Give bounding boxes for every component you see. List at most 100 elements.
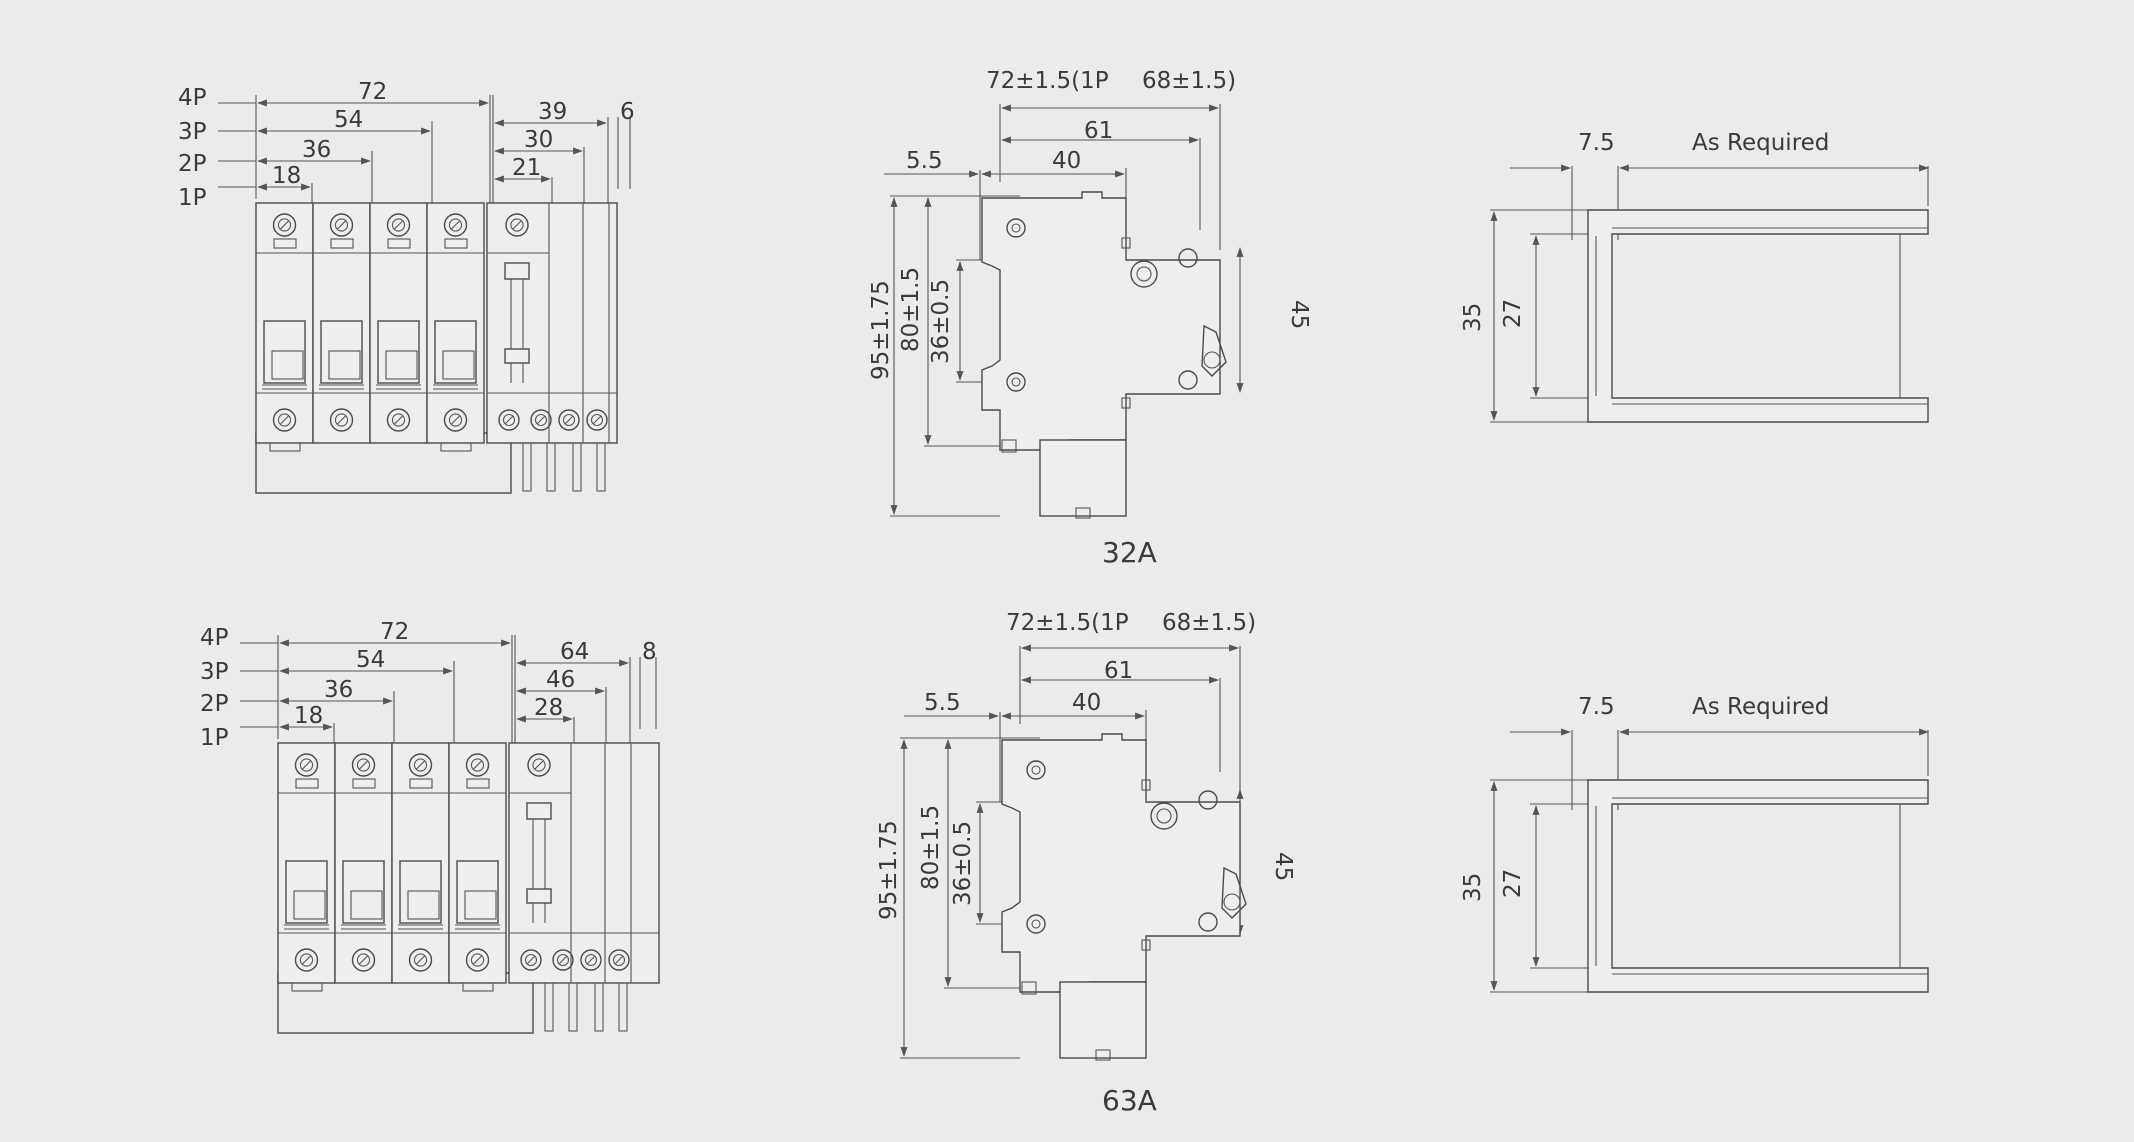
terminal-screw — [272, 408, 297, 432]
terminal-screw — [351, 753, 376, 777]
terminal-screw — [586, 409, 608, 431]
terminal-screw — [408, 753, 433, 777]
terminal-screw — [530, 409, 552, 431]
screw-slot — [536, 415, 546, 425]
breaker-side-body — [1001, 733, 1241, 993]
front-view-bottom: 4P 3P 2P 1P 72 54 36 18 64 46 28 8 — [200, 619, 660, 1034]
screw-slot — [301, 955, 312, 965]
terminal-tab — [409, 778, 433, 789]
output-pin — [596, 442, 606, 492]
rail-profile — [1587, 209, 1929, 423]
toggle-lever — [442, 350, 475, 380]
terminal-screw — [386, 408, 411, 432]
terminal-screw-inner — [277, 218, 292, 232]
terminal-screw-inner — [448, 218, 463, 232]
pole-label-4p: 4P — [178, 85, 207, 111]
terminal-tab — [295, 778, 319, 789]
rail-profile — [1587, 779, 1929, 993]
terminal-screw — [465, 948, 490, 972]
pole-labels: 4P 3P 2P 1P — [178, 85, 207, 211]
pivot — [1150, 802, 1178, 830]
din-clip — [462, 982, 494, 992]
rail-height-35: 35 — [1460, 303, 1486, 332]
rcd-side-body — [1059, 981, 1147, 1059]
rcd-indicator — [504, 348, 530, 364]
height-95: 95±1.75 — [876, 820, 902, 920]
terminal-screw-inner — [584, 953, 598, 967]
screw-slot — [358, 760, 369, 770]
terminal-screw-inner — [524, 953, 538, 967]
dim-5-5: 5.5 — [924, 690, 961, 716]
terminal-screw-inner — [391, 218, 406, 232]
screw-slot — [472, 955, 483, 965]
addon-width-21: 21 — [512, 155, 541, 181]
screw-slot — [534, 760, 544, 770]
toggle-lever — [328, 350, 361, 380]
height-36: 36±0.5 — [928, 279, 954, 364]
width-36: 36 — [302, 137, 331, 163]
pole-label-4p: 4P — [200, 625, 229, 651]
terminal-screw-inner — [510, 218, 524, 232]
toggle-handle — [320, 320, 363, 384]
width-54: 54 — [356, 647, 385, 673]
screw-slot — [450, 415, 461, 425]
addon-width-30: 30 — [524, 127, 553, 153]
pole-label-1p: 1P — [178, 185, 207, 211]
addon-offset-6: 6 — [620, 99, 635, 125]
screw-slot — [564, 415, 574, 425]
screw-slot — [586, 955, 596, 965]
terminal-screw — [505, 213, 529, 237]
rail-as-required: As Required — [1692, 130, 1829, 156]
screw-slot — [336, 220, 347, 230]
width-36: 36 — [324, 677, 353, 703]
terminal-tab — [330, 238, 354, 249]
terminal-screw — [408, 948, 433, 972]
terminal-screw — [580, 949, 602, 971]
rcd-indicator — [526, 888, 552, 904]
din-clip — [269, 442, 301, 452]
dim-72-1p: 72±1.5(1P — [986, 68, 1109, 94]
terminal-screw — [608, 949, 630, 971]
terminal-screw-inner — [277, 413, 292, 427]
terminal-screw — [294, 948, 319, 972]
terminal-screw-inner — [532, 758, 546, 772]
terminal-screw-inner — [562, 413, 576, 427]
caption-32a: 32A — [1102, 536, 1157, 569]
side-view-bottom: 72±1.5(1P 68±1.5) 61 40 5.5 95±1.75 80±1… — [876, 610, 1296, 1117]
rcd-latch — [1075, 507, 1091, 519]
toggle-handle — [263, 320, 306, 384]
height-95: 95±1.75 — [868, 280, 894, 380]
terminal-screw — [558, 409, 580, 431]
terminal-screw-inner — [590, 413, 604, 427]
rivet — [1006, 372, 1026, 392]
dim-40: 40 — [1052, 148, 1081, 174]
terminal-screw — [520, 949, 542, 971]
terminal-screw — [386, 213, 411, 237]
screw-slot — [415, 760, 426, 770]
toggle-lever — [350, 890, 383, 920]
spring-coil — [1203, 351, 1221, 369]
screw-slot — [558, 955, 568, 965]
contact-mark — [1121, 397, 1131, 409]
toggle-handle — [456, 860, 499, 924]
output-pin — [544, 982, 554, 1032]
terminal-screw-inner — [356, 758, 371, 772]
rcd-latch — [1095, 1049, 1111, 1061]
terminal-tab — [273, 238, 297, 249]
pole-label-1p: 1P — [200, 725, 229, 751]
rivet — [1178, 248, 1198, 268]
toggle-lever — [464, 890, 497, 920]
pole-label-2p: 2P — [200, 691, 229, 717]
output-pin — [572, 442, 582, 492]
pivot-inner — [1136, 266, 1152, 282]
screw-slot — [301, 760, 312, 770]
terminal-screw-inner — [299, 953, 314, 967]
height-45: 45 — [1286, 300, 1312, 329]
dim-5-5: 5.5 — [906, 148, 943, 174]
height-36: 36±0.5 — [950, 821, 976, 906]
din-latch — [1021, 981, 1037, 995]
contact-mark — [1141, 939, 1151, 951]
terminal-screw-inner — [356, 953, 371, 967]
terminal-screw — [443, 213, 468, 237]
rail-dim-7-5: 7.5 — [1578, 130, 1615, 156]
